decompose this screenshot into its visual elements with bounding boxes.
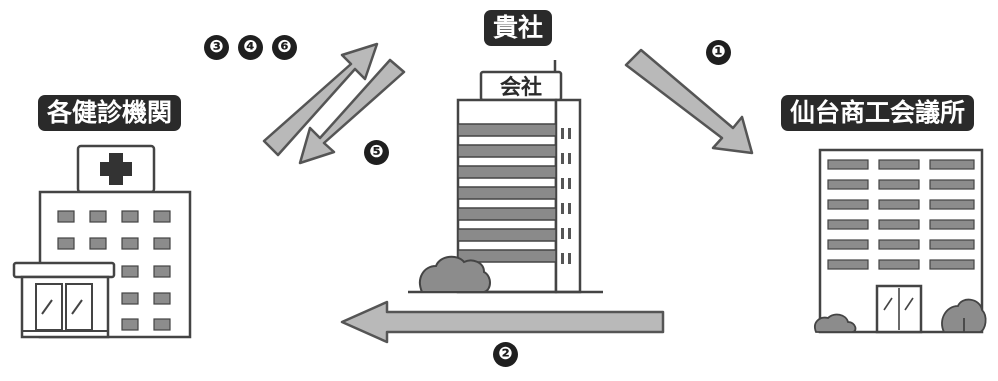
step-6-marker: ❻ bbox=[272, 35, 297, 60]
clinic-windows bbox=[57, 210, 171, 331]
company-side-windows bbox=[561, 128, 571, 264]
arrow-step5 bbox=[298, 58, 406, 165]
chamber-windows bbox=[827, 159, 975, 270]
step-2-marker: ❷ bbox=[493, 342, 518, 367]
chamber-door-glass bbox=[883, 288, 914, 330]
company-label: 貴社 bbox=[484, 10, 553, 46]
clinic-building bbox=[12, 144, 192, 339]
step-1-marker: ❶ bbox=[706, 40, 731, 65]
chamber-label: 仙台商工会議所 bbox=[781, 95, 975, 131]
step-3-marker: ❸ bbox=[204, 35, 229, 60]
step-5-marker: ❺ bbox=[364, 140, 389, 165]
chamber-building bbox=[818, 148, 984, 334]
arrow-step1 bbox=[624, 48, 754, 155]
arrow-step3-4-6 bbox=[262, 42, 379, 157]
clinics-label: 各健診機関 bbox=[38, 95, 182, 131]
chamber-shrubs bbox=[814, 298, 987, 333]
company-window-stripes bbox=[457, 123, 557, 263]
company-bush bbox=[418, 255, 491, 293]
company-sign-text: 会社 bbox=[500, 75, 542, 99]
step-4-marker: ❹ bbox=[238, 35, 263, 60]
company-building bbox=[408, 60, 603, 294]
clinic-entrance-doors bbox=[22, 283, 108, 332]
medical-cross-icon bbox=[100, 153, 132, 185]
arrow-step2 bbox=[340, 300, 665, 344]
